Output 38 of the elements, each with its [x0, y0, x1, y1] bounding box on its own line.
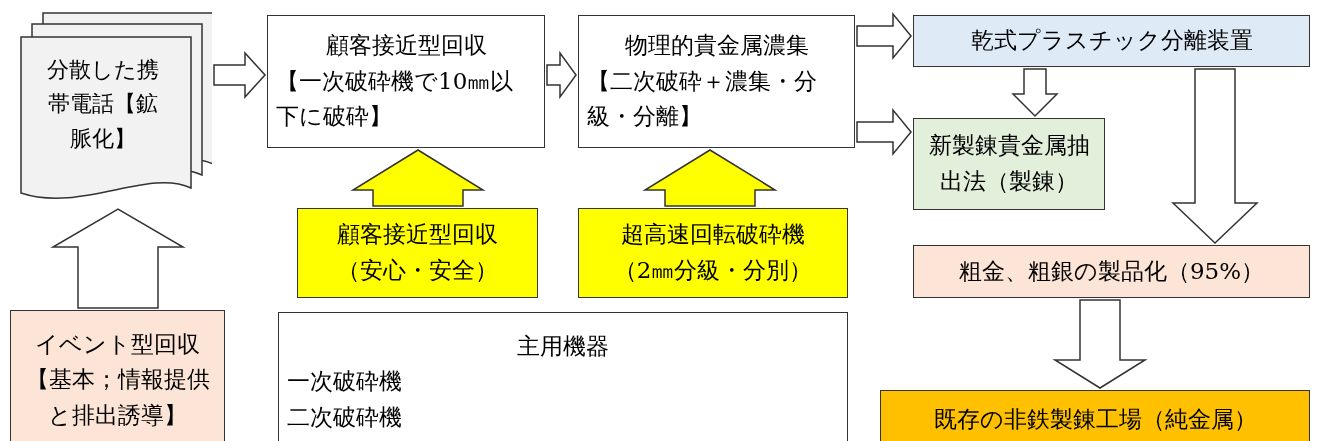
- label: 【一次破砕機で10㎜以下に破砕】: [276, 66, 515, 132]
- label: 新製錬貴金属抽出法（製錬）: [927, 131, 1091, 196]
- block-arrow: [350, 149, 486, 207]
- block-arrow: [1171, 68, 1259, 245]
- block-arrow: [856, 107, 912, 157]
- heading: 顧客接近型回収: [337, 220, 498, 250]
- heading: イベント型回収: [35, 329, 200, 359]
- equipment-box: [278, 312, 848, 441]
- label: 乾式プラスチック分離装置: [970, 26, 1253, 56]
- support-box: [578, 208, 848, 298]
- plant-box: [880, 390, 1310, 441]
- heading: 物理的貴金属濃集: [624, 31, 809, 61]
- collection-box: [10, 310, 225, 441]
- heading: 顧客接近型回収: [325, 31, 487, 61]
- support-box: [297, 208, 538, 298]
- heading: 主用機器: [517, 331, 609, 361]
- label: （2㎜分級・分別）: [613, 256, 813, 285]
- label: 分散した携帯電話【鉱脈化】: [46, 56, 160, 153]
- block-arrow: [642, 149, 778, 207]
- process-box: [267, 15, 545, 148]
- block-arrow: [50, 208, 186, 309]
- label: （安心・安全）: [337, 256, 498, 285]
- process-box: [578, 15, 855, 148]
- label: 既存の非鉄製錬工場（純金属）: [933, 405, 1257, 435]
- block-arrow: [1052, 299, 1148, 389]
- label: 粗金、粗銀の製品化（95%）: [958, 256, 1265, 286]
- label: 一次破砕機: [287, 367, 403, 397]
- product-box: [913, 245, 1310, 298]
- process-box: [913, 118, 1105, 210]
- label: 【基本；情報提供と排出誘導】: [24, 365, 211, 430]
- process-box: [913, 15, 1310, 67]
- label: 二次破砕機: [287, 402, 403, 432]
- label: 【二次破砕＋濃集・分級・分離】: [587, 66, 818, 132]
- block-arrow: [546, 50, 577, 100]
- heading: 超高速回転破砕機: [621, 220, 805, 250]
- block-arrow: [213, 51, 266, 99]
- block-arrow: [856, 11, 912, 61]
- block-arrow: [1011, 68, 1059, 118]
